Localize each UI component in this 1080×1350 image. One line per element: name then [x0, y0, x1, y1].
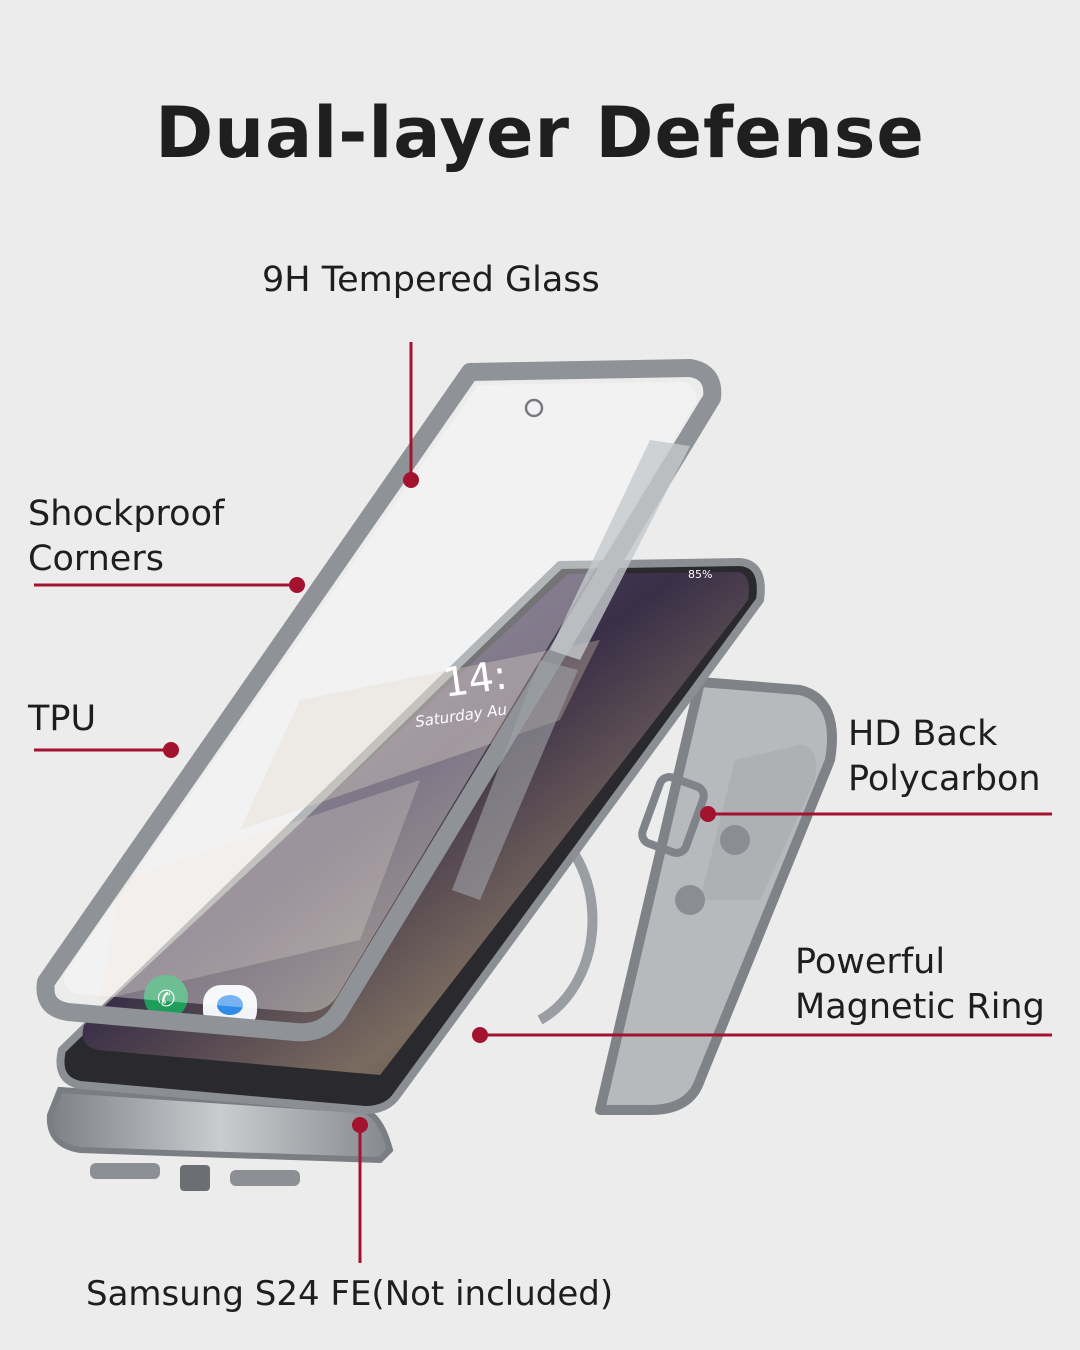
callout-dot-glass [403, 472, 419, 488]
samsung-phone: 14: Saturday Au 85% ✆ [56, 558, 765, 1114]
label-ring-line2: Magnetic Ring [795, 987, 1045, 1027]
callout-dot-ring [472, 1027, 488, 1043]
label-shockproof-line2: Corners [28, 539, 164, 579]
label-ring-line1: Powerful [795, 942, 946, 982]
call-glyph: ✆ [157, 987, 175, 1012]
back-case [537, 677, 837, 1115]
label-magnetic-ring: Powerful Magnetic Ring [795, 940, 1045, 1030]
callout-dot-samsung [352, 1117, 368, 1133]
label-tpu: TPU [28, 699, 97, 739]
lockscreen-time: 14: [440, 652, 510, 707]
phone-app-icon [144, 975, 188, 1019]
label-hd-line2: Polycarbon [848, 759, 1041, 799]
label-tempered-glass: 9H Tempered Glass [262, 260, 600, 300]
page-title: Dual-layer Defense [155, 92, 925, 174]
callout-dot-shockproof [289, 577, 305, 593]
label-samsung: Samsung S24 FE(Not included) [86, 1274, 614, 1314]
battery-text: 85% [688, 568, 712, 581]
label-hd-back: HD Back Polycarbon [848, 712, 1041, 802]
callout-dot-tpu [163, 742, 179, 758]
label-shockproof-line1: Shockproof [28, 494, 225, 534]
front-glass-frame [36, 359, 722, 1042]
callouts [34, 342, 1052, 1263]
label-hd-line1: HD Back [848, 714, 998, 754]
label-shockproof-corners: Shockproof Corners [28, 492, 224, 582]
callout-dot-hd [700, 806, 716, 822]
